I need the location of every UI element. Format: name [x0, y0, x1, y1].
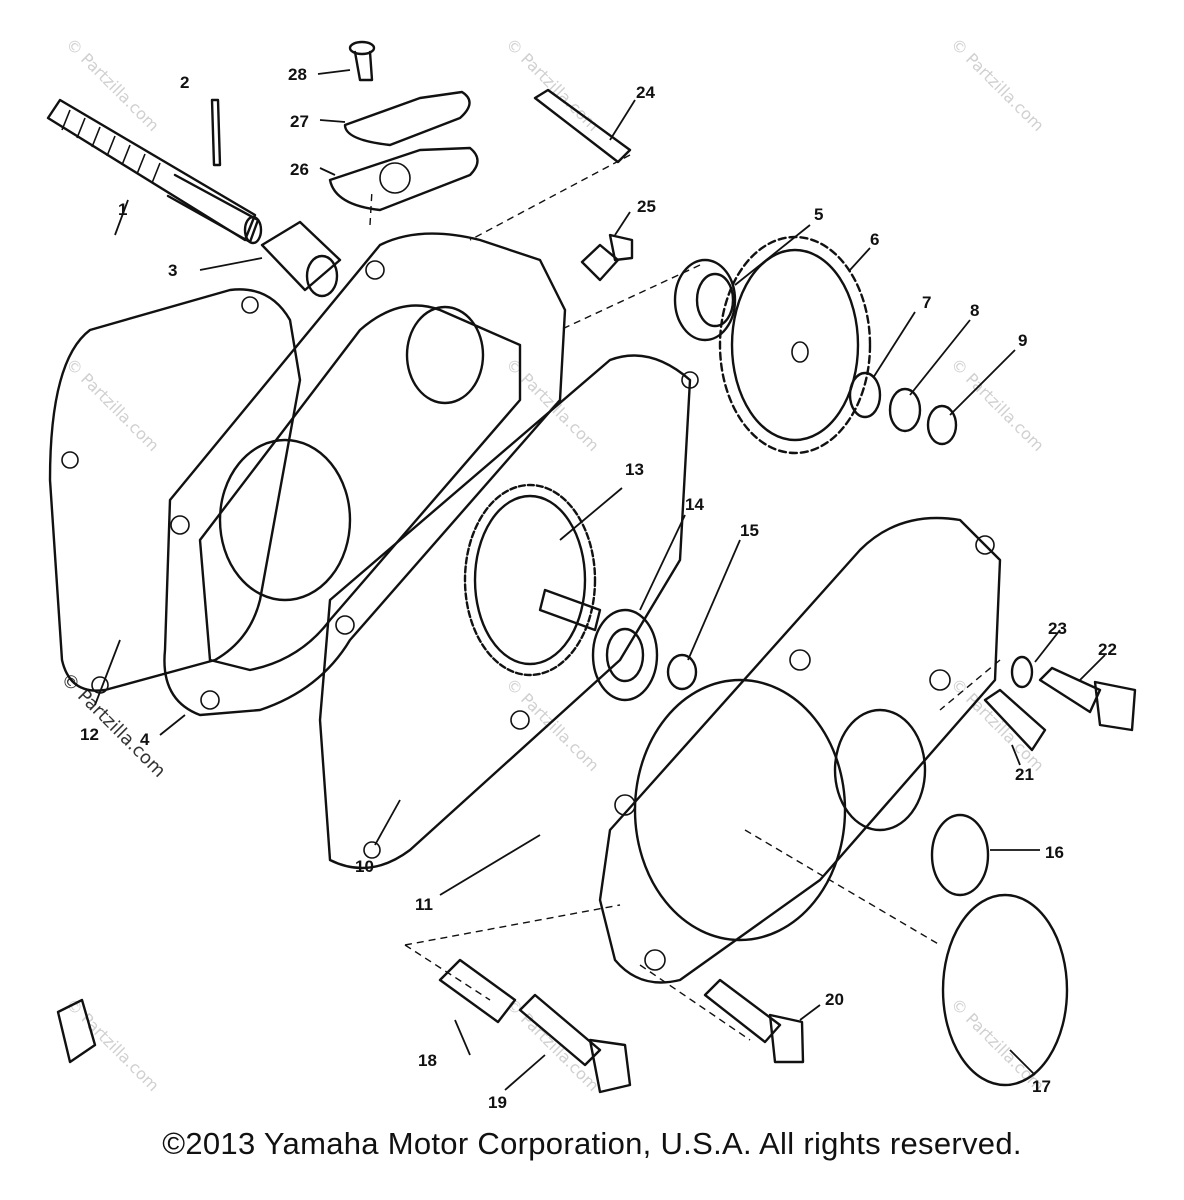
- callout-27: 27: [290, 112, 309, 131]
- part-8-washer: [888, 387, 922, 433]
- part-28-screw: [348, 40, 376, 82]
- watermark-left: © Partzilla.com: [56, 669, 169, 782]
- part-14-bearing: [591, 608, 659, 702]
- part-7-washer: [848, 371, 882, 419]
- watermark-6: © Partzilla.com: [947, 354, 1048, 455]
- part-2-pin: [210, 98, 222, 167]
- part-6-gear: [718, 235, 872, 455]
- callout-1: 1: [118, 200, 127, 219]
- part-21-bolt: [983, 688, 1047, 752]
- part-27-plate: [343, 90, 471, 147]
- part-24-bolt: [533, 88, 632, 164]
- callout-10: 10: [355, 857, 374, 876]
- callout-17: 17: [1032, 1077, 1051, 1096]
- callout-5: 5: [814, 205, 823, 224]
- callout-8: 8: [970, 301, 979, 320]
- callout-28: 28: [288, 65, 307, 84]
- callout-21: 21: [1015, 765, 1034, 784]
- leader-lines: [94, 69, 1106, 1091]
- part-19-bolt: [518, 993, 632, 1094]
- callout-6: 6: [870, 230, 879, 249]
- watermarks: © Partzilla.com © Partzilla.com © Partzi…: [56, 34, 1047, 1095]
- part-20-bolt: [703, 978, 805, 1064]
- part-3-bushing: [260, 220, 342, 298]
- copyright-notice: ©2013 Yamaha Motor Corporation, U.S.A. A…: [162, 1126, 1022, 1161]
- callout-24: 24: [636, 83, 655, 102]
- part-16-circlip: [930, 813, 990, 897]
- part-1-worm-shaft: [46, 98, 263, 245]
- callout-2: 2: [180, 73, 189, 92]
- callout-25: 25: [637, 197, 656, 216]
- watermark-1: © Partzilla.com: [62, 34, 163, 135]
- alignment-lines: [369, 154, 1001, 1041]
- callout-23: 23: [1048, 619, 1067, 638]
- part-10-gasket: [318, 354, 699, 870]
- gear-housing: [163, 232, 567, 717]
- part-22-bolt: [1038, 666, 1137, 732]
- callout-19: 19: [488, 1093, 507, 1112]
- callout-14: 14: [685, 495, 704, 514]
- part-5-bearing: [673, 258, 737, 342]
- part-25-bolt: [580, 233, 634, 282]
- watermark-4: © Partzilla.com: [62, 354, 163, 455]
- part-15-circlip: [666, 653, 698, 691]
- watermark-8: © Partzilla.com: [947, 674, 1048, 775]
- callout-3: 3: [168, 261, 177, 280]
- part-17-o-ring: [941, 893, 1069, 1087]
- callout-13: 13: [625, 460, 644, 479]
- part-18-dowel: [438, 958, 517, 1024]
- callout-16: 16: [1045, 843, 1064, 862]
- part-9-clip: [926, 404, 958, 446]
- part-23-washer: [1010, 655, 1034, 689]
- part-26-gasket: [328, 146, 479, 212]
- fwd-label: FWD: [65, 1015, 87, 1046]
- callout-22: 22: [1098, 640, 1117, 659]
- callout-11: 11: [415, 895, 433, 914]
- callout-12: 12: [80, 725, 99, 744]
- callout-20: 20: [825, 990, 844, 1009]
- callout-numbers: 1 2 3 4 5 6 7 8 9 10 11 12 13 14 15 16 1…: [80, 65, 1117, 1112]
- part-4-gasket: [48, 288, 302, 694]
- watermark-3: © Partzilla.com: [947, 34, 1048, 135]
- callout-4: 4: [140, 730, 150, 749]
- callout-26: 26: [290, 160, 309, 179]
- gear-cover: [598, 516, 1002, 984]
- callout-9: 9: [1018, 331, 1027, 350]
- callout-7: 7: [922, 293, 931, 312]
- callout-18: 18: [418, 1051, 437, 1070]
- callout-15: 15: [740, 521, 759, 540]
- part-13-gear: [463, 483, 602, 677]
